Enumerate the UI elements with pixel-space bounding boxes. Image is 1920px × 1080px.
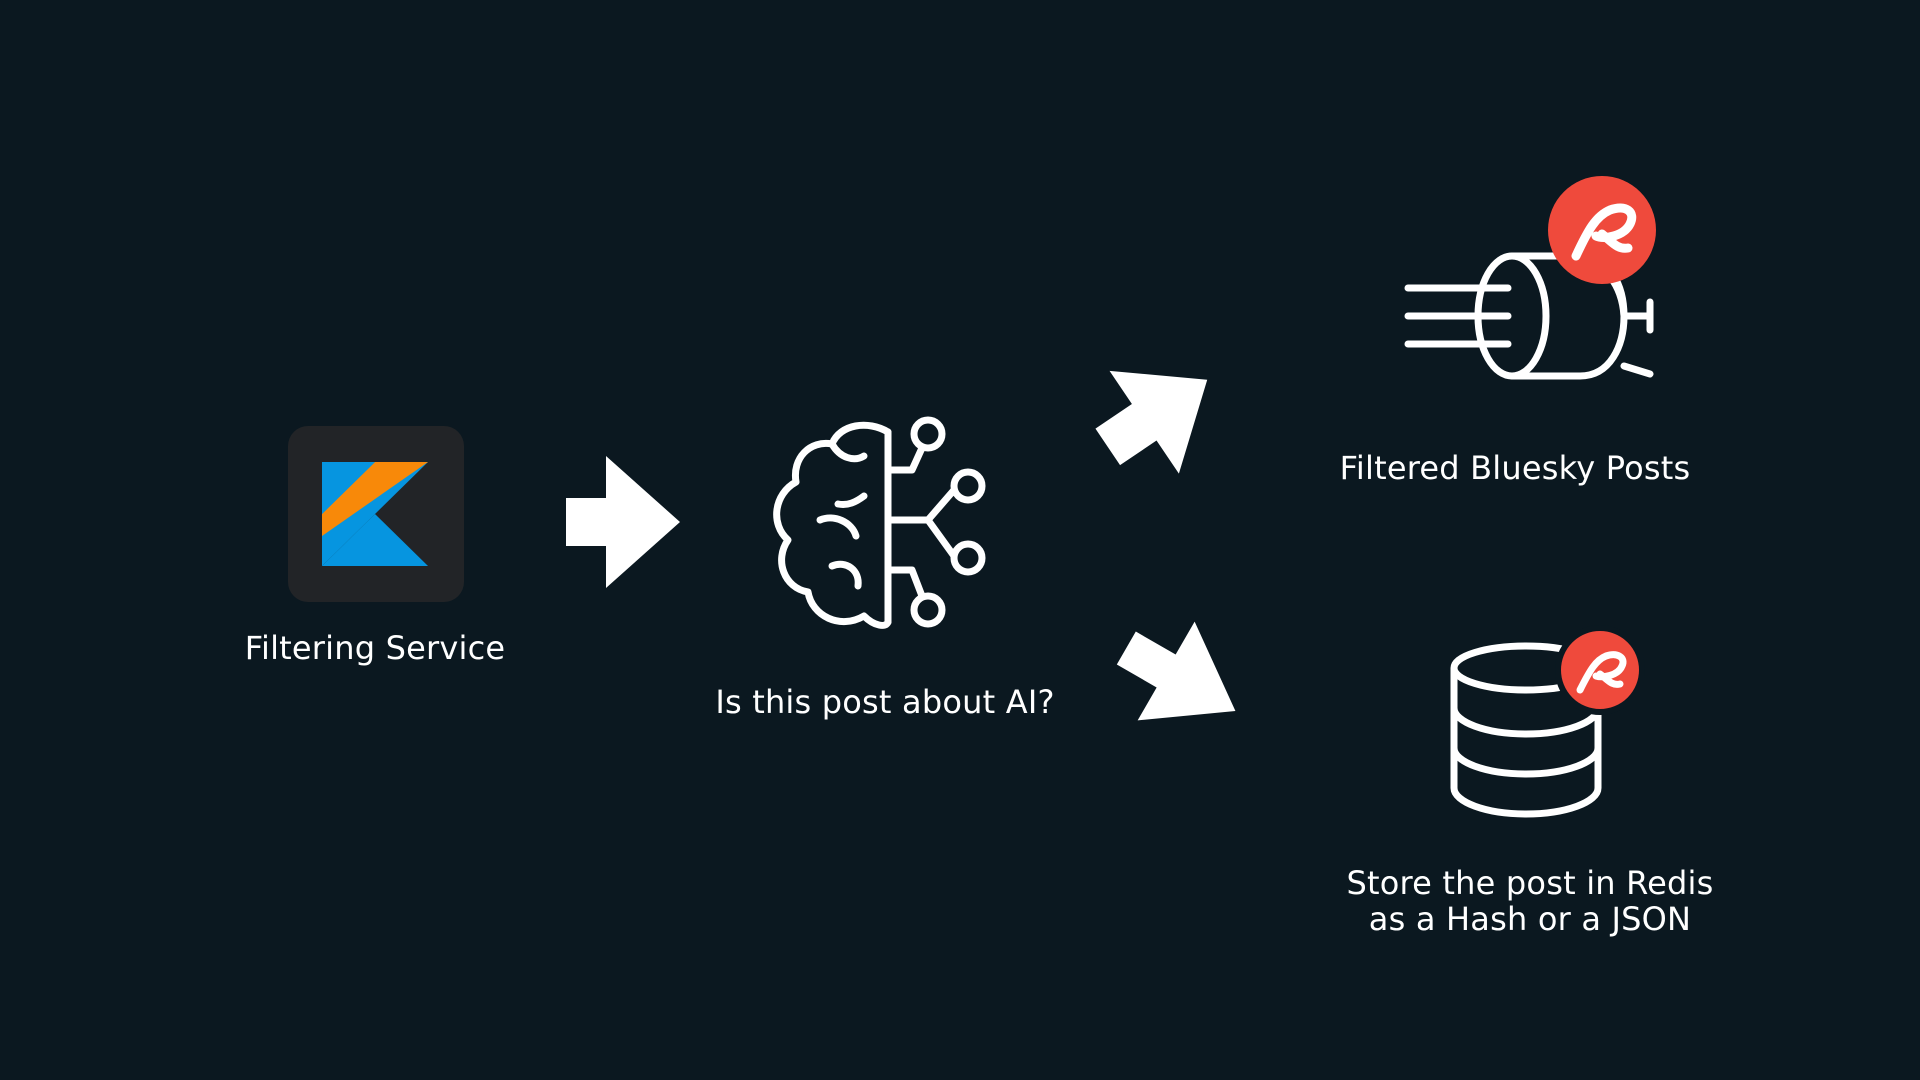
ai-question-label: Is this post about AI? bbox=[715, 683, 1055, 721]
right-arrow-icon bbox=[566, 456, 680, 588]
redis-stream-icon bbox=[1404, 176, 1656, 380]
redis-store-label-line-2: as a Hash or a JSON bbox=[1368, 900, 1692, 938]
redis-store-label-line-1: Store the post in Redis bbox=[1346, 864, 1714, 902]
kotlin-logo-icon bbox=[288, 426, 464, 602]
redis-database-icon bbox=[1450, 625, 1645, 818]
brain-network-icon bbox=[773, 416, 986, 629]
up-right-arrow-icon bbox=[1095, 370, 1208, 474]
filtering-service-label: Filtering Service bbox=[244, 629, 506, 667]
redis-store-label: Store the post in Redis as a Hash or a J… bbox=[1310, 865, 1750, 937]
down-right-arrow-icon bbox=[1116, 621, 1236, 721]
filtered-posts-label: Filtered Bluesky Posts bbox=[1339, 449, 1691, 487]
